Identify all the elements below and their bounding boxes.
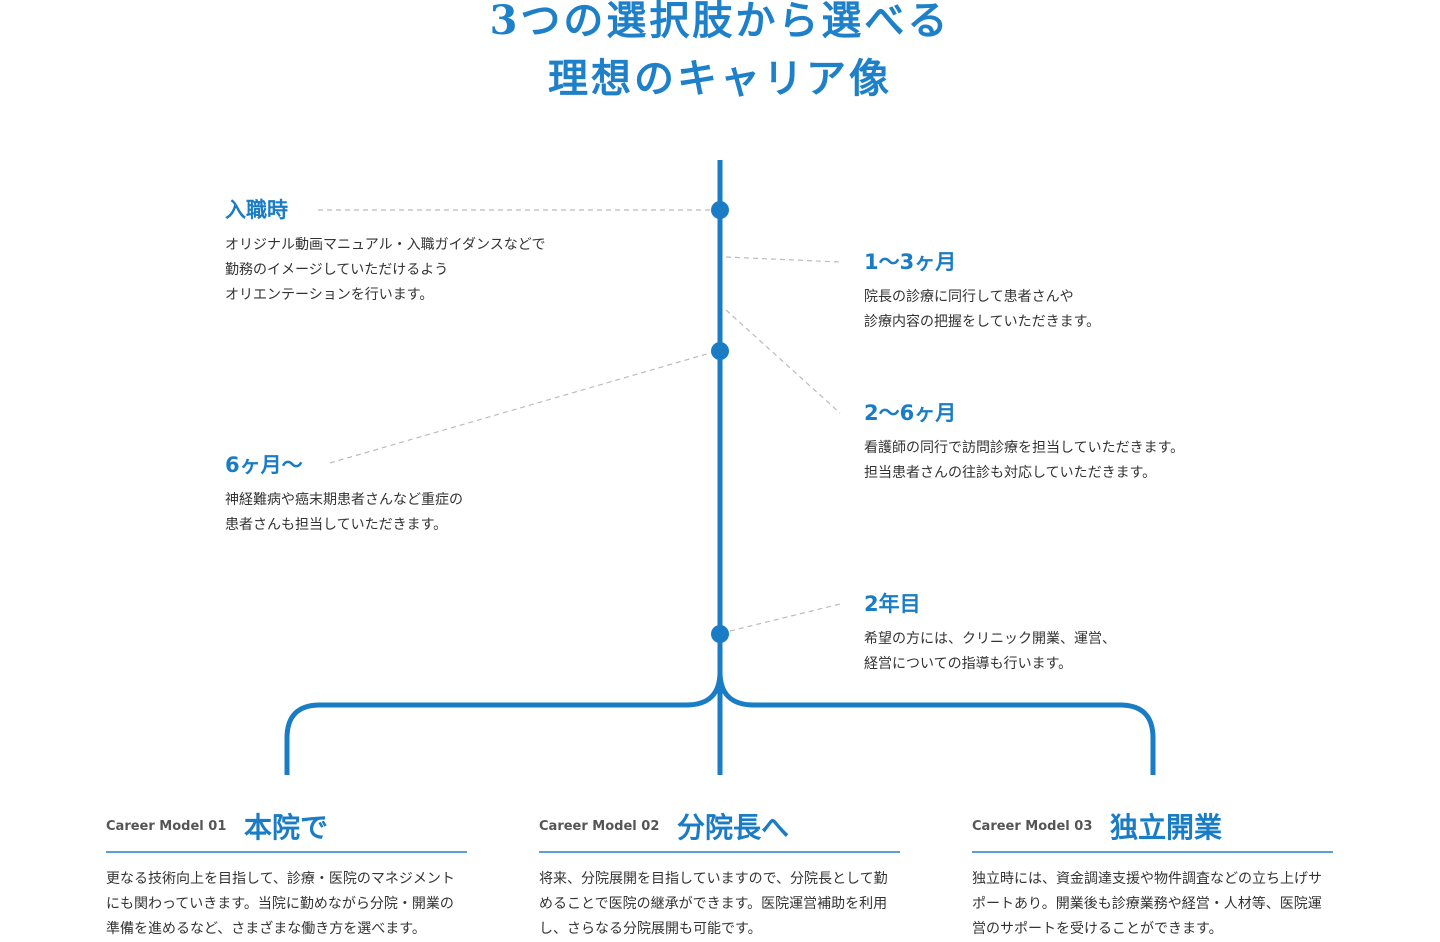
connector-line xyxy=(725,256,841,263)
timeline-step-6-months: 6ヶ月〜 神経難病や癌末期患者さんなど重症の 患者さんも担当していただきます。 xyxy=(225,453,463,533)
connector-line xyxy=(729,603,841,632)
timeline-dot xyxy=(711,201,729,219)
connector-line xyxy=(329,352,711,464)
timeline-dot xyxy=(711,342,729,360)
timeline-step-2-6-months: 2〜6ヶ月 看護師の同行で訪問診療を担当していただきます。 担当患者さんの往診も… xyxy=(864,401,1185,481)
branch-left xyxy=(284,671,723,775)
timeline-step-entry: 入職時 オリジナル動画マニュアル・入職ガイダンスなどで 勤務のイメージしていただ… xyxy=(225,198,546,303)
timeline-dot xyxy=(711,625,729,643)
branch-right xyxy=(717,671,1156,775)
connector-line xyxy=(725,309,841,414)
timeline-step-2nd-year: 2年目 希望の方には、クリニック開業、運営、 経営についての指導も行います。 xyxy=(864,592,1116,672)
page-title: 3つの選択肢から選べる 理想のキャリア像 xyxy=(489,0,951,102)
timeline-step-1-3-months: 1〜3ヶ月 院長の診療に同行して患者さんや 診療内容の把握をしていただきます。 xyxy=(864,250,1101,330)
